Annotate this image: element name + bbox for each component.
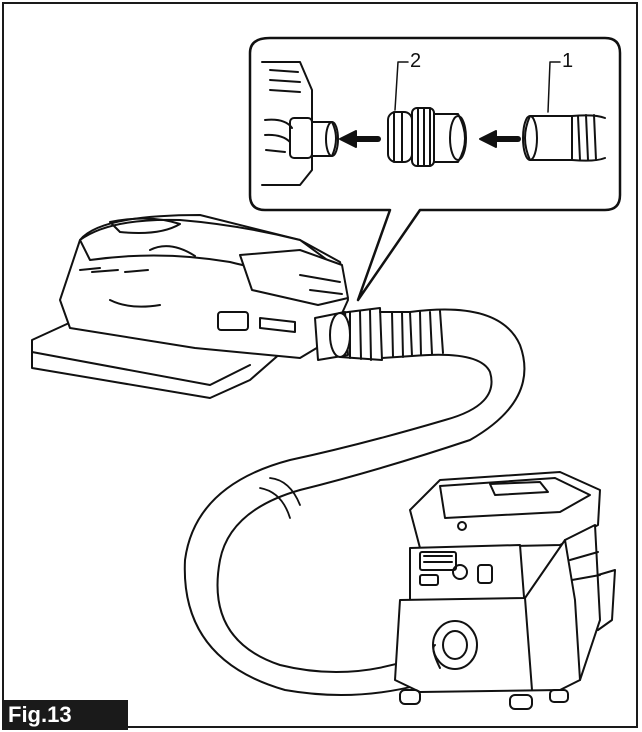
callout-number-2: 2 [410, 50, 421, 72]
callout-number-1: 1 [562, 50, 573, 72]
hose-connector [329, 307, 413, 361]
adapter-part-2 [387, 107, 467, 167]
hose-end-part-1 [522, 114, 606, 162]
arrow-left-1 [339, 130, 381, 148]
orbital-sander [31, 214, 349, 399]
dust-extractor [394, 471, 616, 710]
leader-2 [394, 61, 409, 111]
figure-label: Fig.13 [2, 700, 128, 730]
sander-port-detail [261, 61, 339, 186]
leader-1 [547, 61, 561, 113]
vacuum-hose [183, 308, 526, 696]
arrow-left-2 [479, 130, 521, 148]
callout-bubble [248, 36, 622, 302]
